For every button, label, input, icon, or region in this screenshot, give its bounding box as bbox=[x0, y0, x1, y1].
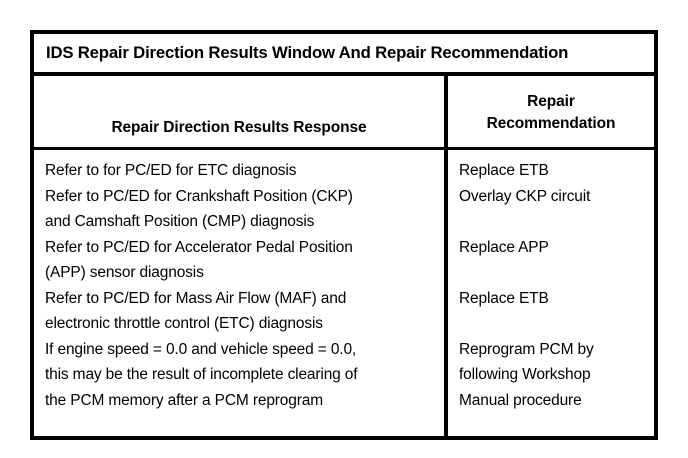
recommendation-line: Replace ETB bbox=[459, 162, 549, 179]
recommendation-cell: Replace ETB Overlay CKP circuit Replace … bbox=[448, 150, 654, 436]
column-header-response-label: Repair Direction Results Response bbox=[111, 119, 367, 136]
response-line: this may be the result of incomplete cle… bbox=[45, 366, 358, 383]
recommendation-line: Replace ETB bbox=[459, 289, 549, 307]
repair-direction-table: IDS Repair Direction Results Window And … bbox=[30, 30, 658, 440]
response-line: the PCM memory after a PCM reprogram bbox=[45, 391, 323, 409]
recommendation-line-spacer bbox=[459, 311, 654, 337]
recommendation-line-spacer bbox=[459, 260, 654, 286]
table-header-row: Repair Direction Results Response Repair… bbox=[34, 76, 654, 150]
recommendation-line: Manual procedure bbox=[459, 391, 582, 409]
recommendation-line: Replace APP bbox=[459, 238, 549, 256]
recommendation-line: Reprogram PCM by bbox=[459, 340, 594, 358]
column-header-response: Repair Direction Results Response bbox=[34, 76, 448, 147]
response-line: If engine speed = 0.0 and vehicle speed … bbox=[45, 340, 357, 358]
recommendation-line-spacer bbox=[459, 209, 654, 235]
response-line: Refer to PC/ED for Crankshaft Position (… bbox=[45, 187, 353, 205]
column-header-recommendation-label-line1: Repair bbox=[527, 92, 575, 110]
response-line: Refer to PC/ED for Mass Air Flow (MAF) a… bbox=[45, 289, 347, 307]
recommendation-line: following Workshop bbox=[459, 366, 591, 383]
response-cell: Refer to for PC/ED for ETC diagnosis Ref… bbox=[34, 150, 448, 436]
table-body-row: Refer to for PC/ED for ETC diagnosis Ref… bbox=[34, 150, 654, 436]
response-line: (APP) sensor diagnosis bbox=[45, 264, 204, 281]
response-line: Refer to PC/ED for Accelerator Pedal Pos… bbox=[45, 238, 353, 256]
page-title: IDS Repair Direction Results Window And … bbox=[46, 43, 569, 62]
column-header-recommendation: Repair Recommendation bbox=[448, 76, 654, 147]
response-line: electronic throttle control (ETC) diagno… bbox=[45, 315, 323, 332]
response-line: Refer to for PC/ED for ETC diagnosis bbox=[45, 162, 297, 179]
column-header-recommendation-label-line2: Recommendation bbox=[486, 114, 616, 132]
recommendation-line: Overlay CKP circuit bbox=[459, 187, 591, 205]
table-title-row: IDS Repair Direction Results Window And … bbox=[34, 34, 654, 76]
response-line: and Camshaft Position (CMP) diagnosis bbox=[45, 213, 315, 230]
